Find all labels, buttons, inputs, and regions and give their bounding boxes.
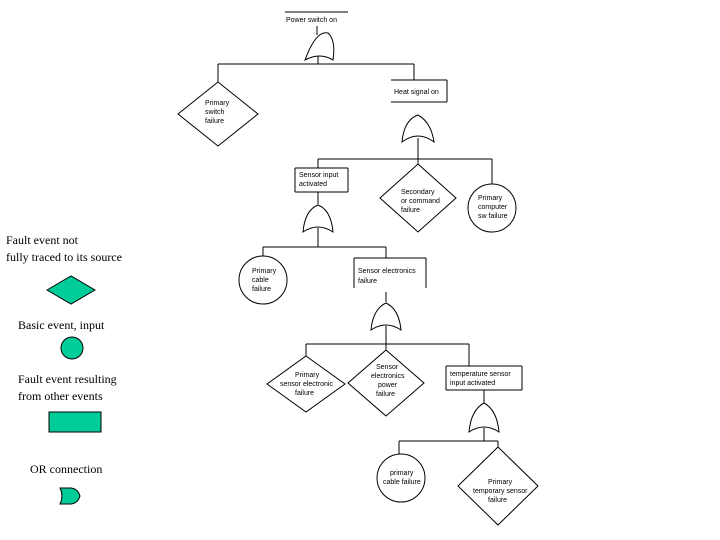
node-primary-switch-failure-label-3: failure bbox=[205, 118, 224, 125]
node-sensor-power-failure-label-1: Sensor bbox=[376, 364, 399, 371]
node-sensor-power-failure-label-2: electronics bbox=[371, 373, 405, 380]
legend-undeveloped-event-line-1: Fault event not bbox=[6, 233, 78, 247]
node-primary-switch-failure bbox=[177, 81, 259, 147]
node-primary-cable-failure-label-3: failure bbox=[252, 286, 271, 293]
node-heat-signal-on-label: Heat signal on bbox=[394, 89, 439, 96]
node-primary-cable-failure-label-2: cable bbox=[252, 277, 269, 284]
legend-intermediate-event-line-2: from other events bbox=[18, 389, 103, 403]
node-secondary-command-failure-label-2: or command bbox=[401, 198, 440, 205]
node-heat-signal-on bbox=[392, 81, 446, 101]
node-sensor-power-failure bbox=[347, 349, 425, 417]
node-sensor-input-activated-label-1: Sensor input bbox=[299, 172, 338, 179]
node-primary-cable-failure-label-1: Primary bbox=[252, 268, 277, 275]
node-primary-temporary-sensor-failure-label-2: temporary sensor bbox=[473, 488, 528, 495]
legend-intermediate-event-label: Fault event resulting from other events bbox=[18, 371, 117, 405]
node-sensor-power-failure-label-3: power bbox=[378, 382, 398, 389]
or-gate-icon bbox=[370, 302, 402, 331]
legend-diamond-icon bbox=[46, 275, 96, 305]
node-primary-computer-failure-label-3: sw failure bbox=[478, 213, 508, 220]
or-gate-icon bbox=[304, 32, 335, 62]
node-secondary-command-failure-label-1: Secondary bbox=[401, 189, 435, 196]
node-primary-computer-failure bbox=[467, 183, 517, 233]
legend-or-gate-label: OR connection bbox=[30, 461, 102, 478]
node-primary-switch-failure-label-2: switch bbox=[205, 109, 225, 116]
node-sensor-electronics-failure-label-1: Sensor electronics bbox=[358, 268, 416, 275]
node-primary-sensor-electronic-failure-label-1: Primary bbox=[295, 372, 320, 379]
node-primary-sensor-electronic-failure-label-3: failure bbox=[295, 390, 314, 397]
legend-or-gate-icon bbox=[59, 487, 81, 505]
or-gate-icon bbox=[401, 114, 435, 144]
node-primary-cable-failure-2-label-2: cable failure bbox=[383, 479, 421, 486]
node-power-switch-on bbox=[284, 13, 350, 26]
node-sensor-electronics-failure-label-2: failure bbox=[358, 278, 377, 285]
node-sensor-input-activated-label-2: activated bbox=[299, 181, 327, 188]
legend-basic-event-line-1: Basic event, input bbox=[18, 318, 105, 332]
node-sensor-power-failure-label-4: failure bbox=[376, 391, 395, 398]
legend-rectangle-icon bbox=[48, 411, 102, 433]
legend-or-gate-line-1: OR connection bbox=[30, 462, 103, 476]
node-secondary-command-failure-label-3: failure bbox=[401, 207, 420, 214]
node-primary-sensor-electronic-failure bbox=[266, 355, 346, 413]
legend-basic-event-label: Basic event, input bbox=[18, 317, 104, 334]
node-primary-temporary-sensor-failure-label-1: Primary bbox=[488, 479, 513, 486]
node-power-switch-on-label: Power switch on bbox=[286, 17, 337, 24]
node-temperature-sensor-label-1: temperature sensor bbox=[450, 371, 511, 378]
legend-undeveloped-event-label: Fault event not fully traced to its sour… bbox=[6, 232, 122, 266]
node-secondary-command-failure bbox=[379, 163, 457, 233]
node-primary-temporary-sensor-failure bbox=[457, 446, 539, 526]
or-gate-icon bbox=[302, 204, 334, 233]
node-temperature-sensor-label-2: input activated bbox=[450, 380, 495, 387]
node-primary-computer-failure-label-2: computer bbox=[478, 204, 508, 211]
legend-undeveloped-event-line-2: fully traced to its source bbox=[6, 250, 122, 264]
node-primary-switch-failure-label-1: Primary bbox=[205, 100, 230, 107]
legend-circle-icon bbox=[60, 336, 84, 360]
or-gate-icon bbox=[468, 402, 500, 433]
node-primary-temporary-sensor-failure-label-3: failure bbox=[488, 497, 507, 504]
node-primary-cable-failure-2-label-1: primary bbox=[390, 470, 414, 477]
node-primary-computer-failure-label-1: Primary bbox=[478, 195, 503, 202]
node-primary-cable-failure-2 bbox=[376, 453, 426, 503]
node-primary-cable-failure bbox=[238, 255, 288, 305]
legend-intermediate-event-line-1: Fault event resulting bbox=[18, 372, 117, 386]
node-primary-sensor-electronic-failure-label-2: sensor electronic bbox=[280, 381, 333, 388]
